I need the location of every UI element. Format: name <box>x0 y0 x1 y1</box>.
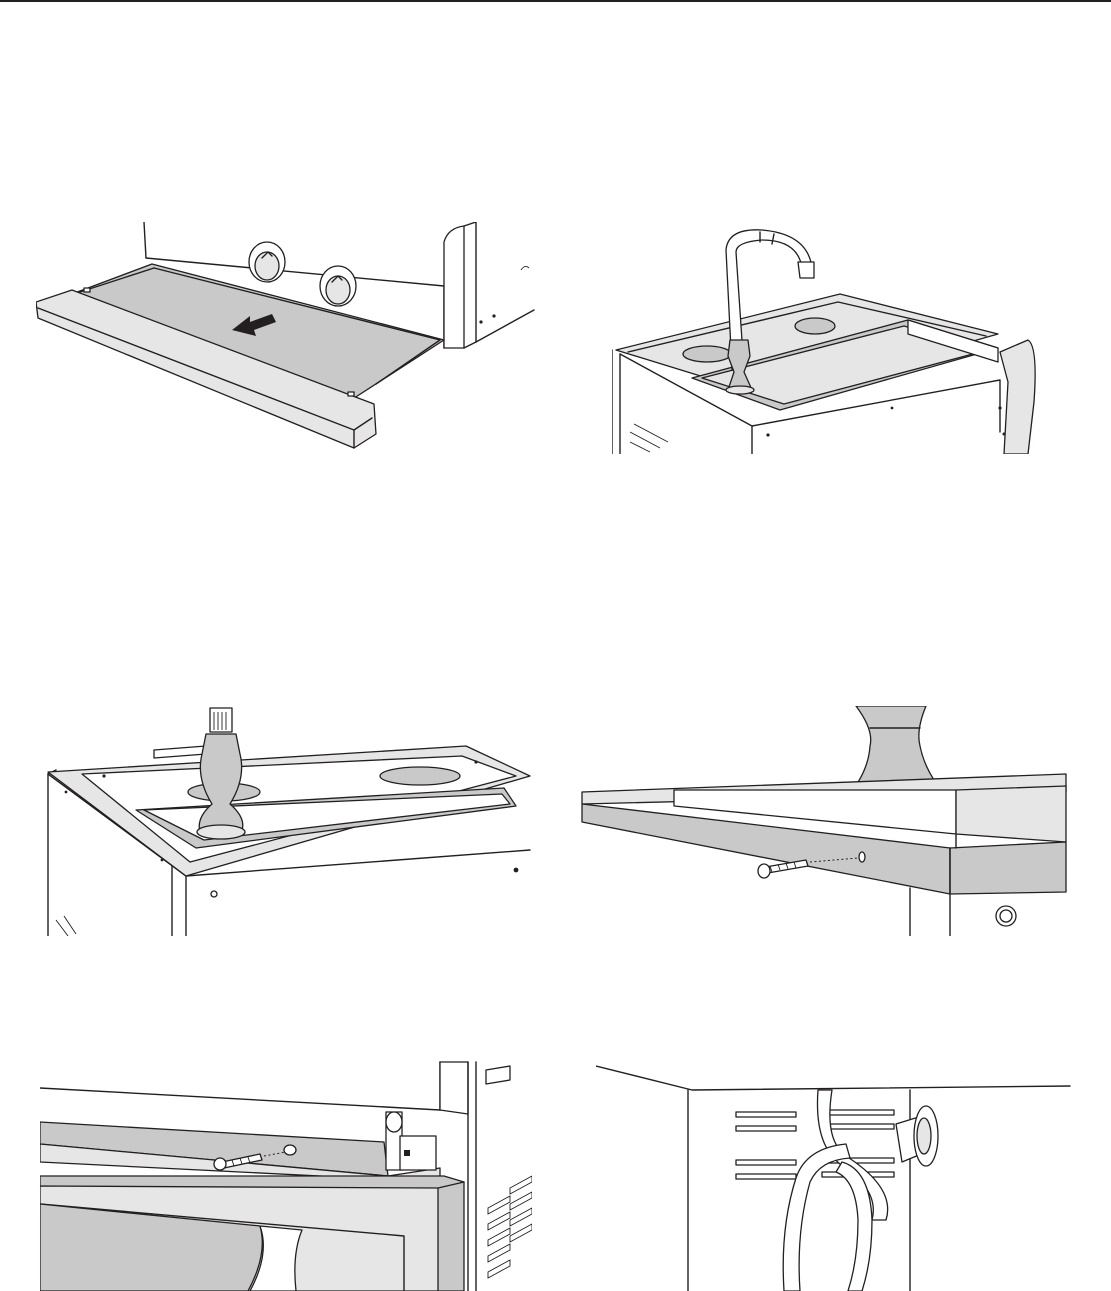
panel-screw-drawing <box>40 1058 532 1291</box>
hose-icon <box>783 1090 938 1291</box>
control-knob-icon <box>320 266 356 306</box>
control-knob-icon <box>249 242 285 282</box>
top-screw-drawing <box>580 706 1068 936</box>
faucet-sink-drawing <box>612 222 1040 454</box>
faucet-base-drawing <box>46 706 532 936</box>
page-top-rule <box>0 0 1111 2</box>
illustration-faucet-base <box>46 706 532 936</box>
illustration-top-screw <box>580 706 1068 936</box>
illustration-panel-screw <box>40 1058 532 1291</box>
illustration-drawer-removal <box>36 222 536 462</box>
illustration-hose-loop <box>596 1060 1072 1291</box>
illustration-faucet-sink <box>612 222 1040 454</box>
hose-loop-drawing <box>596 1060 1072 1291</box>
drawer-removal-drawing <box>36 222 536 462</box>
